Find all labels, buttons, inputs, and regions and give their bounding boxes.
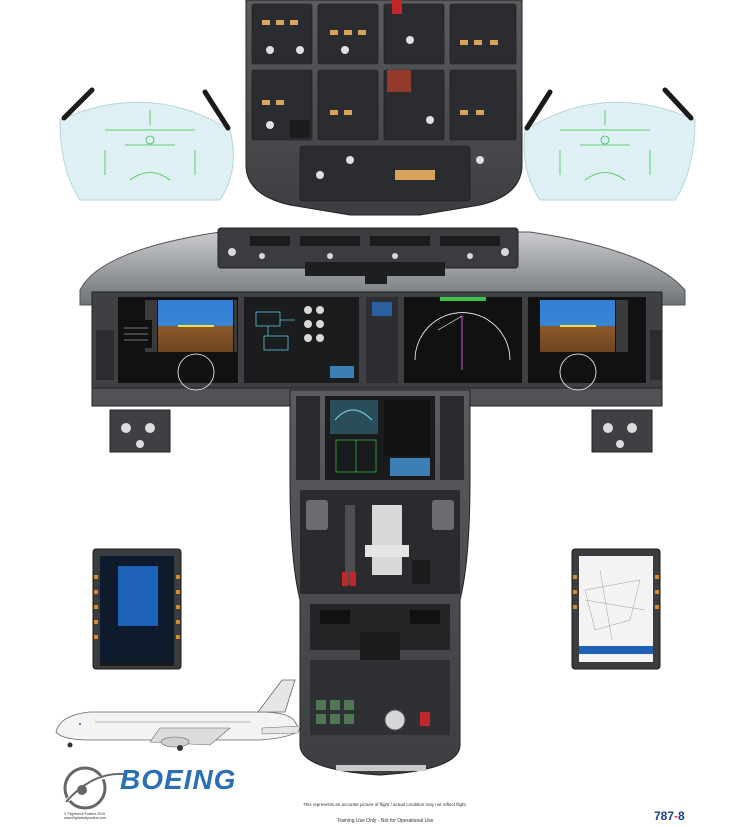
left-side-controls [96, 330, 114, 380]
copyright-text: © Flightdeck Posters 2016 www.flightdeck… [64, 812, 106, 820]
center-pedestal [289, 389, 471, 776]
left-mfd-display [244, 297, 359, 383]
overhead-panel [245, 0, 523, 216]
boeing-wordmark: BOEING [120, 764, 237, 795]
hud-left [59, 87, 234, 201]
boeing-globe-logo [63, 766, 125, 810]
copyright-line2: www.flightdeckposters.com [64, 816, 107, 820]
disclaimer-note: This represents an accurate picture of f… [302, 802, 468, 807]
left-efb-tablet [92, 548, 182, 670]
model-suffix: 8 [678, 809, 685, 823]
copyright-line1: © Flightdeck Posters 2016 [64, 812, 106, 816]
right-side-panel [591, 409, 653, 453]
hud-right [523, 87, 696, 201]
aircraft-787-illustration [55, 679, 301, 751]
model-separator: - [674, 809, 679, 823]
navigation-display [366, 297, 522, 383]
right-pfd-display [528, 297, 646, 391]
training-note: Training Use Only - Not for Operational … [336, 818, 434, 824]
right-efb-tablet [571, 548, 661, 670]
left-pfd-display [118, 297, 238, 391]
right-side-controls [650, 330, 662, 380]
model-prefix: 787 [654, 809, 675, 823]
left-side-panel [109, 409, 171, 453]
glareshield [79, 227, 686, 306]
aircraft-model-label: 787-8 [654, 809, 685, 823]
